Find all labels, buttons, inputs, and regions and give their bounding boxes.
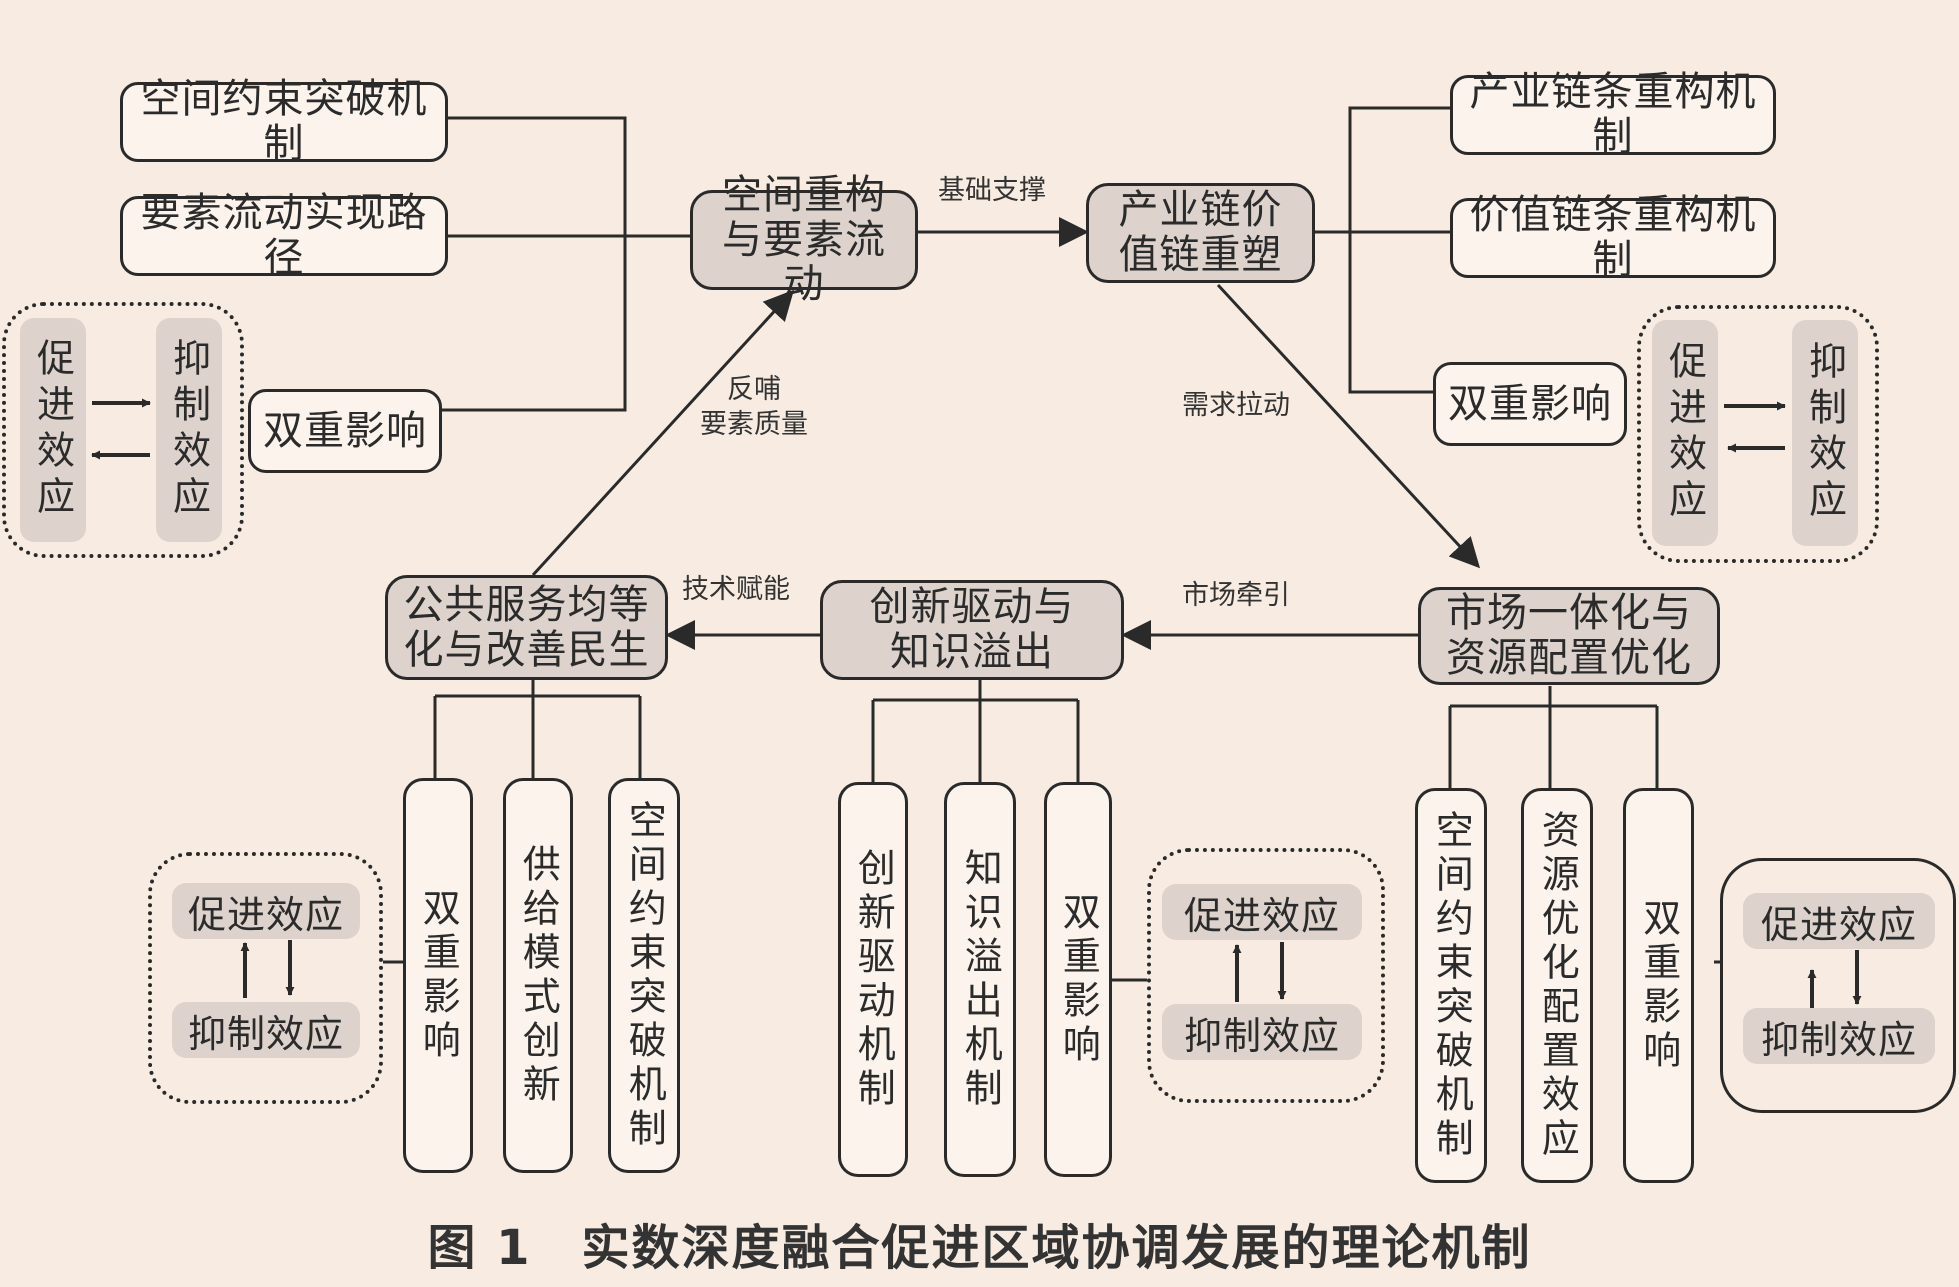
arrow-demand [1216,283,1481,569]
box-dual-impact: 双重影响 [403,778,473,1173]
box-knowledge-spillover: 知识溢出机制 [944,782,1016,1177]
connector-top-right [1348,232,1433,394]
edge-label-foundation: 基础支撑 [938,175,1046,206]
chip-inhibit: 抑制效应 [1743,1008,1935,1064]
box-chain-restructure: 产业链条重构机制 [1450,70,1776,159]
edge-label-demand: 需求拉动 [1182,390,1290,421]
arrow-feedback [531,289,795,577]
connector-bottom-right [1448,686,1659,788]
effect-frame [1147,848,1385,1103]
box-factor-flow-path: 要素流动实现路径 [120,191,448,280]
edge-label-feedback-line1: 反哺 [727,374,781,405]
node-innovation: 创新驱动与知识溢出 [820,580,1124,680]
node-spatial-restructure: 空间重构与要素流动 [690,172,918,307]
box-spatial-breakthrough: 空间约束突破机制 [1415,788,1487,1183]
connector-top-left [442,116,627,412]
box-resource-optimization: 资源优化配置效应 [1521,788,1593,1183]
chip-promote: 促进效应 [1743,893,1935,949]
box-dual-impact: 双重影响 [1623,788,1694,1183]
chip-promote: 促进效应 [1162,884,1362,940]
edge-label-feedback-line2: 要素质量 [700,409,808,441]
figure-caption: 图 1 实数深度融合促进区域协调发展的理论机制 [427,1220,1532,1276]
chip-inhibit: 抑制效应 [156,318,222,542]
effect-frame [1720,858,1956,1113]
chip-promote: 促进效应 [1652,320,1718,546]
effect-frame [2,302,244,558]
box-spatial-breakthrough: 空间约束突破机制 [120,77,448,166]
box-dual-impact: 双重影响 [1044,782,1112,1177]
connector-bottom-middle [871,680,1080,782]
edge-label-feedback: 反哺 要素质量 [700,372,808,442]
effect-frame [148,852,383,1104]
connector-bottom-left [433,680,642,778]
box-spatial-breakthrough: 空间约束突破机制 [608,778,680,1173]
node-market-integration: 市场一体化与资源配置优化 [1418,587,1720,685]
effect-frame [1637,305,1879,563]
connector-top-right [1315,106,1450,234]
box-value-restructure: 价值链条重构机制 [1450,193,1776,282]
chip-promote: 促进效应 [20,318,86,542]
box-dual-impact: 双重影响 [1433,362,1627,446]
chip-inhibit: 抑制效应 [1792,320,1858,546]
node-public-service: 公共服务均等化与改善民生 [385,575,668,680]
box-supply-innovation: 供给模式创新 [503,778,573,1173]
edge-label-tech: 技术赋能 [682,574,790,605]
chip-inhibit: 抑制效应 [172,1002,360,1058]
node-industry-chain: 产业链价值链重塑 [1086,183,1315,283]
edge-label-market-pull: 市场牵引 [1182,580,1290,611]
chip-promote: 促进效应 [172,883,360,939]
box-innovation-driven: 创新驱动机制 [838,782,908,1177]
box-dual-impact: 双重影响 [248,389,442,473]
chip-inhibit: 抑制效应 [1162,1004,1362,1060]
